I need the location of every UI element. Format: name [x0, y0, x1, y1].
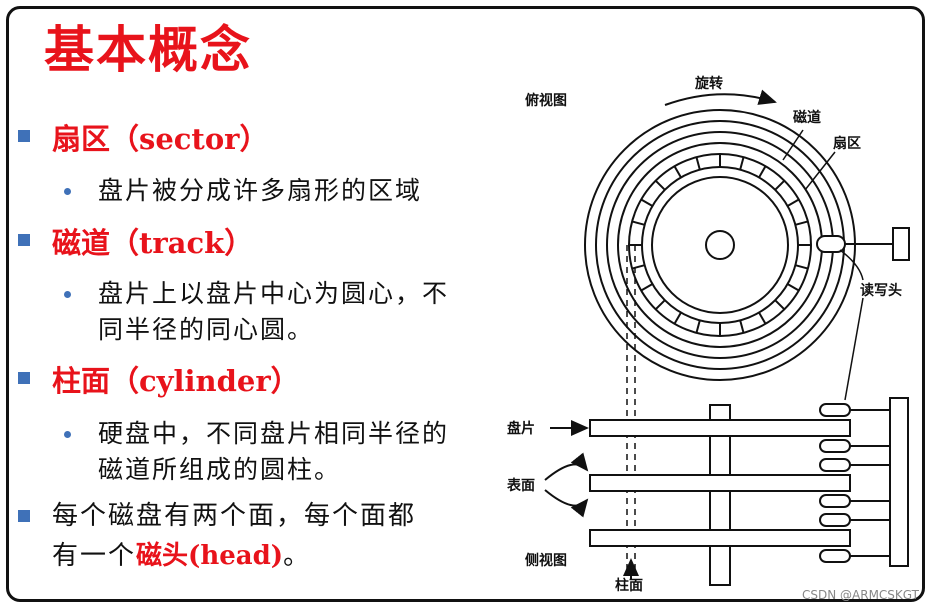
sector-divider	[640, 283, 653, 292]
label-sector: 扇区	[833, 135, 861, 152]
sector-divider	[673, 312, 682, 325]
platter-top-view	[584, 109, 856, 381]
surface-arrow-down-icon	[544, 489, 589, 518]
sector-divider	[631, 220, 645, 226]
sector-divider	[654, 179, 666, 191]
label-track: 磁道	[793, 109, 821, 126]
sector-divider	[774, 179, 786, 191]
dot-bullet-icon	[64, 291, 71, 298]
label-rotation: 旋转	[694, 75, 723, 92]
head-suffix: 。	[283, 541, 312, 571]
platter-stack-side-view	[589, 397, 909, 586]
square-bullet-icon	[18, 130, 30, 142]
label-surface: 表面	[506, 477, 535, 494]
heading-cylinder: 柱面（cylinder）	[52, 364, 300, 398]
head-description-line1: 每个磁盘有两个面，每个面都	[52, 501, 417, 531]
sector-divider	[758, 312, 767, 325]
track-description-line1: 盘片上以盘片中心为圆心，不	[98, 279, 450, 308]
square-bullet-icon	[18, 234, 30, 246]
surface-arrow-up-icon	[544, 452, 589, 481]
head-prefix: 有一个	[52, 541, 137, 571]
sector-divider	[739, 320, 745, 334]
sector-divider	[795, 220, 809, 226]
head-description-line2: 有一个磁头(head)。	[52, 536, 311, 576]
heading-sector: 扇区（sector）	[52, 122, 269, 156]
label-platter: 盘片	[507, 420, 535, 437]
sector-divider	[795, 264, 809, 270]
sector-dividers	[629, 154, 811, 336]
read-write-head-top	[816, 227, 910, 261]
sector-divider	[673, 165, 682, 178]
square-bullet-icon	[18, 510, 30, 522]
head-term: 磁头(head)	[136, 541, 284, 571]
dot-bullet-icon	[64, 188, 71, 195]
label-side-view: 侧视图	[525, 552, 567, 569]
sector-divider	[787, 198, 800, 207]
cylinder-description-line2: 磁道所组成的圆柱。	[98, 455, 342, 484]
label-cylinder: 柱面	[615, 577, 643, 594]
dot-bullet-icon	[64, 431, 71, 438]
cylinder-description-line1: 硬盘中，不同盘片相同半径的	[98, 419, 450, 448]
label-read-write-head: 读写头	[860, 282, 902, 299]
rotation-arrow-icon	[664, 89, 777, 106]
sector-divider	[631, 264, 645, 270]
watermark: CSDN @ARMCSKGT	[802, 588, 919, 602]
heading-track: 磁道（track）	[52, 226, 254, 260]
sector-divider	[695, 320, 701, 334]
sector-divider	[695, 156, 701, 170]
slide-title: 基本概念	[44, 20, 252, 79]
square-bullet-icon	[18, 372, 30, 384]
sector-divider	[739, 156, 745, 170]
sector-divider	[787, 283, 800, 292]
sector-divider	[640, 198, 653, 207]
head-leader-side	[844, 297, 864, 401]
sector-divider	[758, 165, 767, 178]
sector-description: 盘片被分成许多扇形的区域	[98, 176, 423, 205]
sector-divider	[774, 299, 786, 311]
track-description-line2: 同半径的同心圆。	[98, 315, 315, 344]
label-top-view: 俯视图	[525, 92, 567, 109]
label-leaders-top	[782, 129, 864, 281]
sector-divider	[654, 299, 666, 311]
disk-diagram: 俯视图 旋转 磁道 扇区 读写头 盘片 表面 侧视图 柱面	[506, 75, 910, 594]
